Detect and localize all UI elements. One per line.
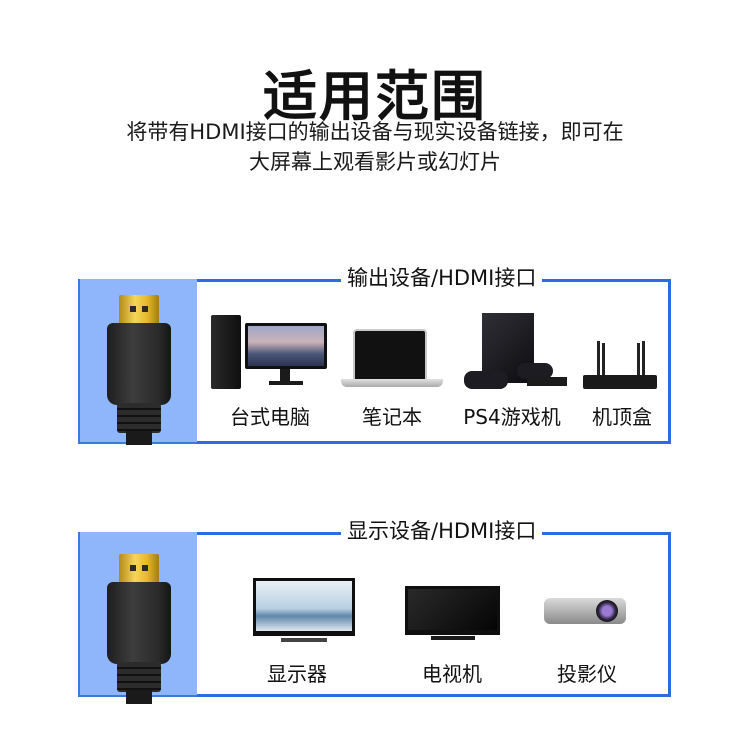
output-devices-panel: 输出设备/HDMI接口 台式电脑 笔记本 P bbox=[78, 265, 671, 445]
panel-label: 显示设备/HDMI接口 bbox=[341, 518, 543, 544]
device-label: 机顶盒 bbox=[592, 405, 652, 429]
page-subtitle: 将带有HDMI接口的输出设备与现实设备链接，即可在 大屏幕上观看影片或幻灯片 bbox=[0, 117, 750, 177]
hdmi-plug-area bbox=[78, 532, 197, 704]
device-tv: 电视机 bbox=[397, 552, 507, 697]
hdmi-plug-icon bbox=[107, 295, 171, 445]
device-set-top-box: 机顶盒 bbox=[577, 299, 667, 439]
device-label: 显示器 bbox=[267, 662, 327, 686]
device-list: 台式电脑 笔记本 PS4游戏机 bbox=[197, 299, 671, 444]
device-laptop: 笔记本 bbox=[337, 299, 447, 439]
device-label: 笔记本 bbox=[362, 405, 422, 429]
device-monitor: 显示器 bbox=[237, 552, 357, 697]
device-label: 电视机 bbox=[422, 662, 482, 686]
page-title: 适用范围 bbox=[263, 65, 487, 128]
display-devices-panel: 显示设备/HDMI接口 显示器 电视机 bbox=[78, 518, 671, 704]
device-list: 显示器 电视机 投影仪 bbox=[197, 552, 671, 697]
device-ps4: PS4游戏机 bbox=[452, 299, 572, 439]
subtitle-line-2: 大屏幕上观看影片或幻灯片 bbox=[249, 150, 501, 174]
device-label: 投影仪 bbox=[557, 662, 617, 686]
device-label: 台式电脑 bbox=[230, 405, 310, 429]
device-label: PS4游戏机 bbox=[463, 405, 561, 429]
hdmi-plug-area bbox=[78, 279, 197, 445]
hdmi-plug-icon bbox=[107, 554, 171, 704]
device-desktop-pc: 台式电脑 bbox=[205, 299, 335, 439]
subtitle-line-1: 将带有HDMI接口的输出设备与现实设备链接，即可在 bbox=[126, 120, 624, 144]
device-projector: 投影仪 bbox=[532, 552, 642, 697]
panel-label: 输出设备/HDMI接口 bbox=[341, 265, 543, 291]
